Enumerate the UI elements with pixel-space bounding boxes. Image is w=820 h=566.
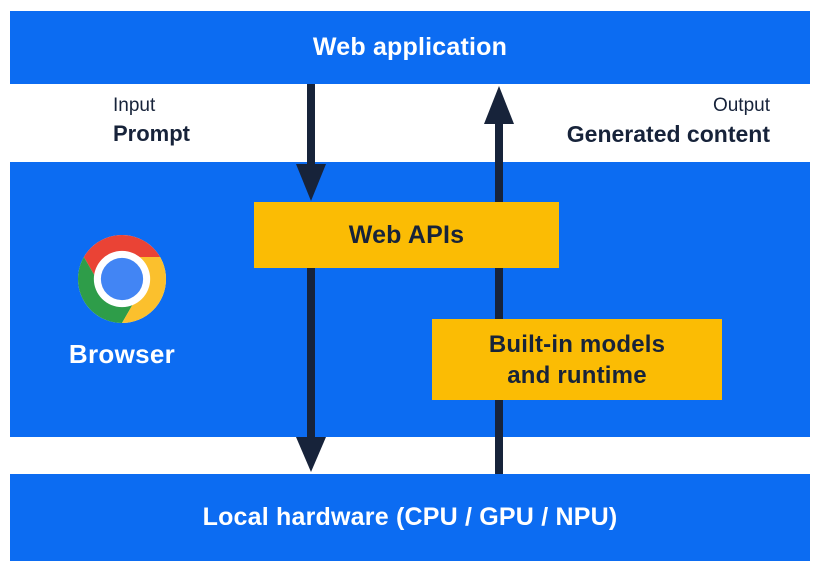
builtin-models-label-line2: and runtime xyxy=(507,361,647,389)
chrome-icon-blue-center xyxy=(100,257,144,301)
chrome-icon-red-segment xyxy=(83,235,161,290)
input-value: Prompt xyxy=(113,121,190,146)
builtin-models-box: Built-in models and runtime xyxy=(432,319,722,400)
local-hardware-bar: Local hardware (CPU / GPU / NPU) xyxy=(10,474,810,561)
up-arrowhead-into-web-application xyxy=(484,86,514,124)
web-application-label: Web application xyxy=(312,33,508,61)
local-hardware-label: Local hardware (CPU / GPU / NPU) xyxy=(202,503,618,531)
output-label-group: Output Generated content xyxy=(567,93,770,149)
output-value: Generated content xyxy=(566,121,770,147)
chrome-browser-icon xyxy=(78,235,166,323)
input-label-group: Input Prompt xyxy=(113,93,190,149)
builtin-models-label-line1: Built-in models xyxy=(488,330,666,358)
web-apis-label: Web APIs xyxy=(348,220,465,249)
web-application-bar: Web application xyxy=(10,11,810,84)
browser-identity: Browser xyxy=(52,235,192,370)
input-caption: Input xyxy=(113,95,156,116)
down-arrowhead-into-local-hardware xyxy=(296,437,326,472)
browser-label: Browser xyxy=(68,339,176,369)
web-apis-box: Web APIs xyxy=(254,202,559,268)
output-caption: Output xyxy=(712,95,770,116)
